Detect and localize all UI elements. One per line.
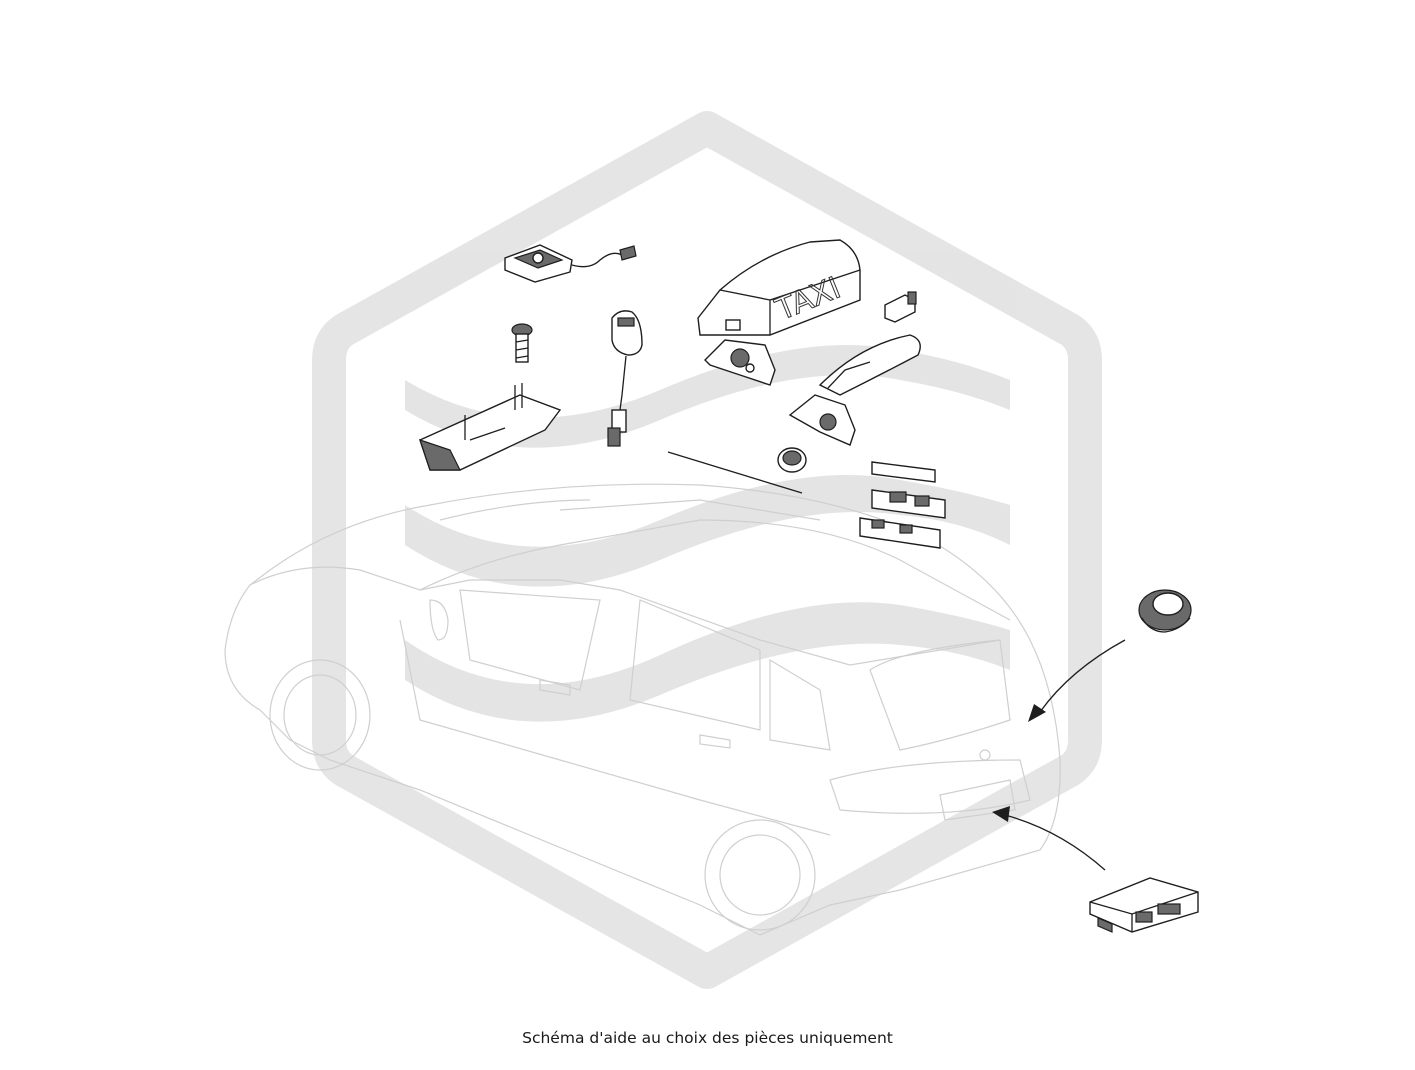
car-outline [224, 483, 1061, 936]
light-strip-parts [859, 461, 946, 549]
watermark-logo [312, 111, 1102, 989]
sign-base-arm-part [788, 334, 921, 446]
mounting-tray-part [419, 383, 562, 471]
screw-part [511, 323, 533, 363]
antenna-puck-part [504, 244, 637, 283]
leader-line [667, 451, 803, 494]
fuse-holder-part [884, 291, 917, 323]
arrow-to-rear-button [1039, 639, 1126, 713]
arrow-to-control-module [1004, 814, 1106, 871]
diagram-caption: Schéma d'aide au choix des pièces unique… [522, 1029, 893, 1047]
rear-button-part [1138, 589, 1192, 633]
round-button-part [777, 447, 807, 473]
taxi-roof-sign-part: TAXI [697, 239, 861, 336]
arrowhead-icon [992, 806, 1010, 822]
sign-base-foot-left-part [704, 339, 776, 386]
control-module-part [1089, 877, 1199, 933]
remote-control-part [607, 310, 643, 447]
arrowhead-icon [1028, 704, 1046, 722]
